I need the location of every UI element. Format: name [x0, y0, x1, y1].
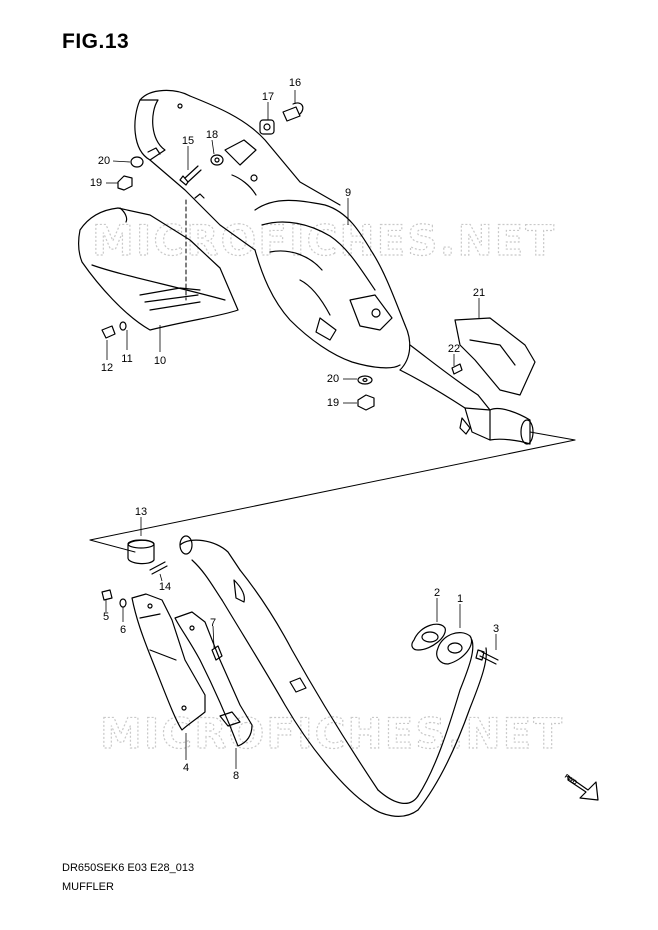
muffler-heat-shield-part-10	[78, 207, 239, 331]
callout-label-c2: 2	[434, 587, 440, 599]
callout-label-c20a: 20	[98, 155, 110, 167]
watermark-top: MICROFICHES.NET	[92, 216, 556, 265]
callout-label-c19b: 19	[327, 397, 339, 409]
callout-label-c17: 17	[262, 91, 274, 103]
callout-label-c9: 9	[345, 187, 351, 199]
callouts	[105, 90, 497, 769]
callout-label-c16: 16	[289, 77, 301, 89]
forward-direction-marker	[567, 775, 599, 801]
callout-label-c21: 21	[473, 287, 485, 299]
callout-label-c6: 6	[120, 624, 126, 636]
callout-label-c20b: 20	[327, 373, 339, 385]
callout-label-c19a: 19	[90, 177, 102, 189]
callout-label-c1: 1	[457, 593, 463, 605]
figure-title: FIG.13	[62, 30, 130, 53]
callout-label-c13: 13	[135, 506, 147, 518]
callout-label-c10: 10	[154, 355, 166, 367]
callout-label-c12: 12	[101, 362, 113, 374]
watermark-bottom: MICROFICHES.NET	[100, 709, 564, 758]
callout-label-c14: 14	[159, 581, 171, 593]
callout-label-c3: 3	[493, 623, 499, 635]
callout-label-c15: 15	[182, 135, 194, 147]
callout-label-c8: 8	[233, 770, 239, 782]
callout-label-c18: 18	[206, 129, 218, 141]
callout-label-c7: 7	[210, 617, 216, 629]
callout-label-c11: 11	[121, 353, 132, 365]
diagram-code: DR650SEK6 E03 E28_013	[62, 862, 195, 874]
hardware-upper	[101, 102, 536, 411]
callout-label-c22: 22	[448, 343, 460, 355]
diagram-name: MUFFLER	[62, 881, 114, 893]
exhaust-pipe-assembly	[101, 535, 499, 817]
callout-label-c5: 5	[103, 611, 109, 623]
muffler-part-9	[134, 89, 534, 445]
callout-label-c4: 4	[183, 762, 189, 774]
